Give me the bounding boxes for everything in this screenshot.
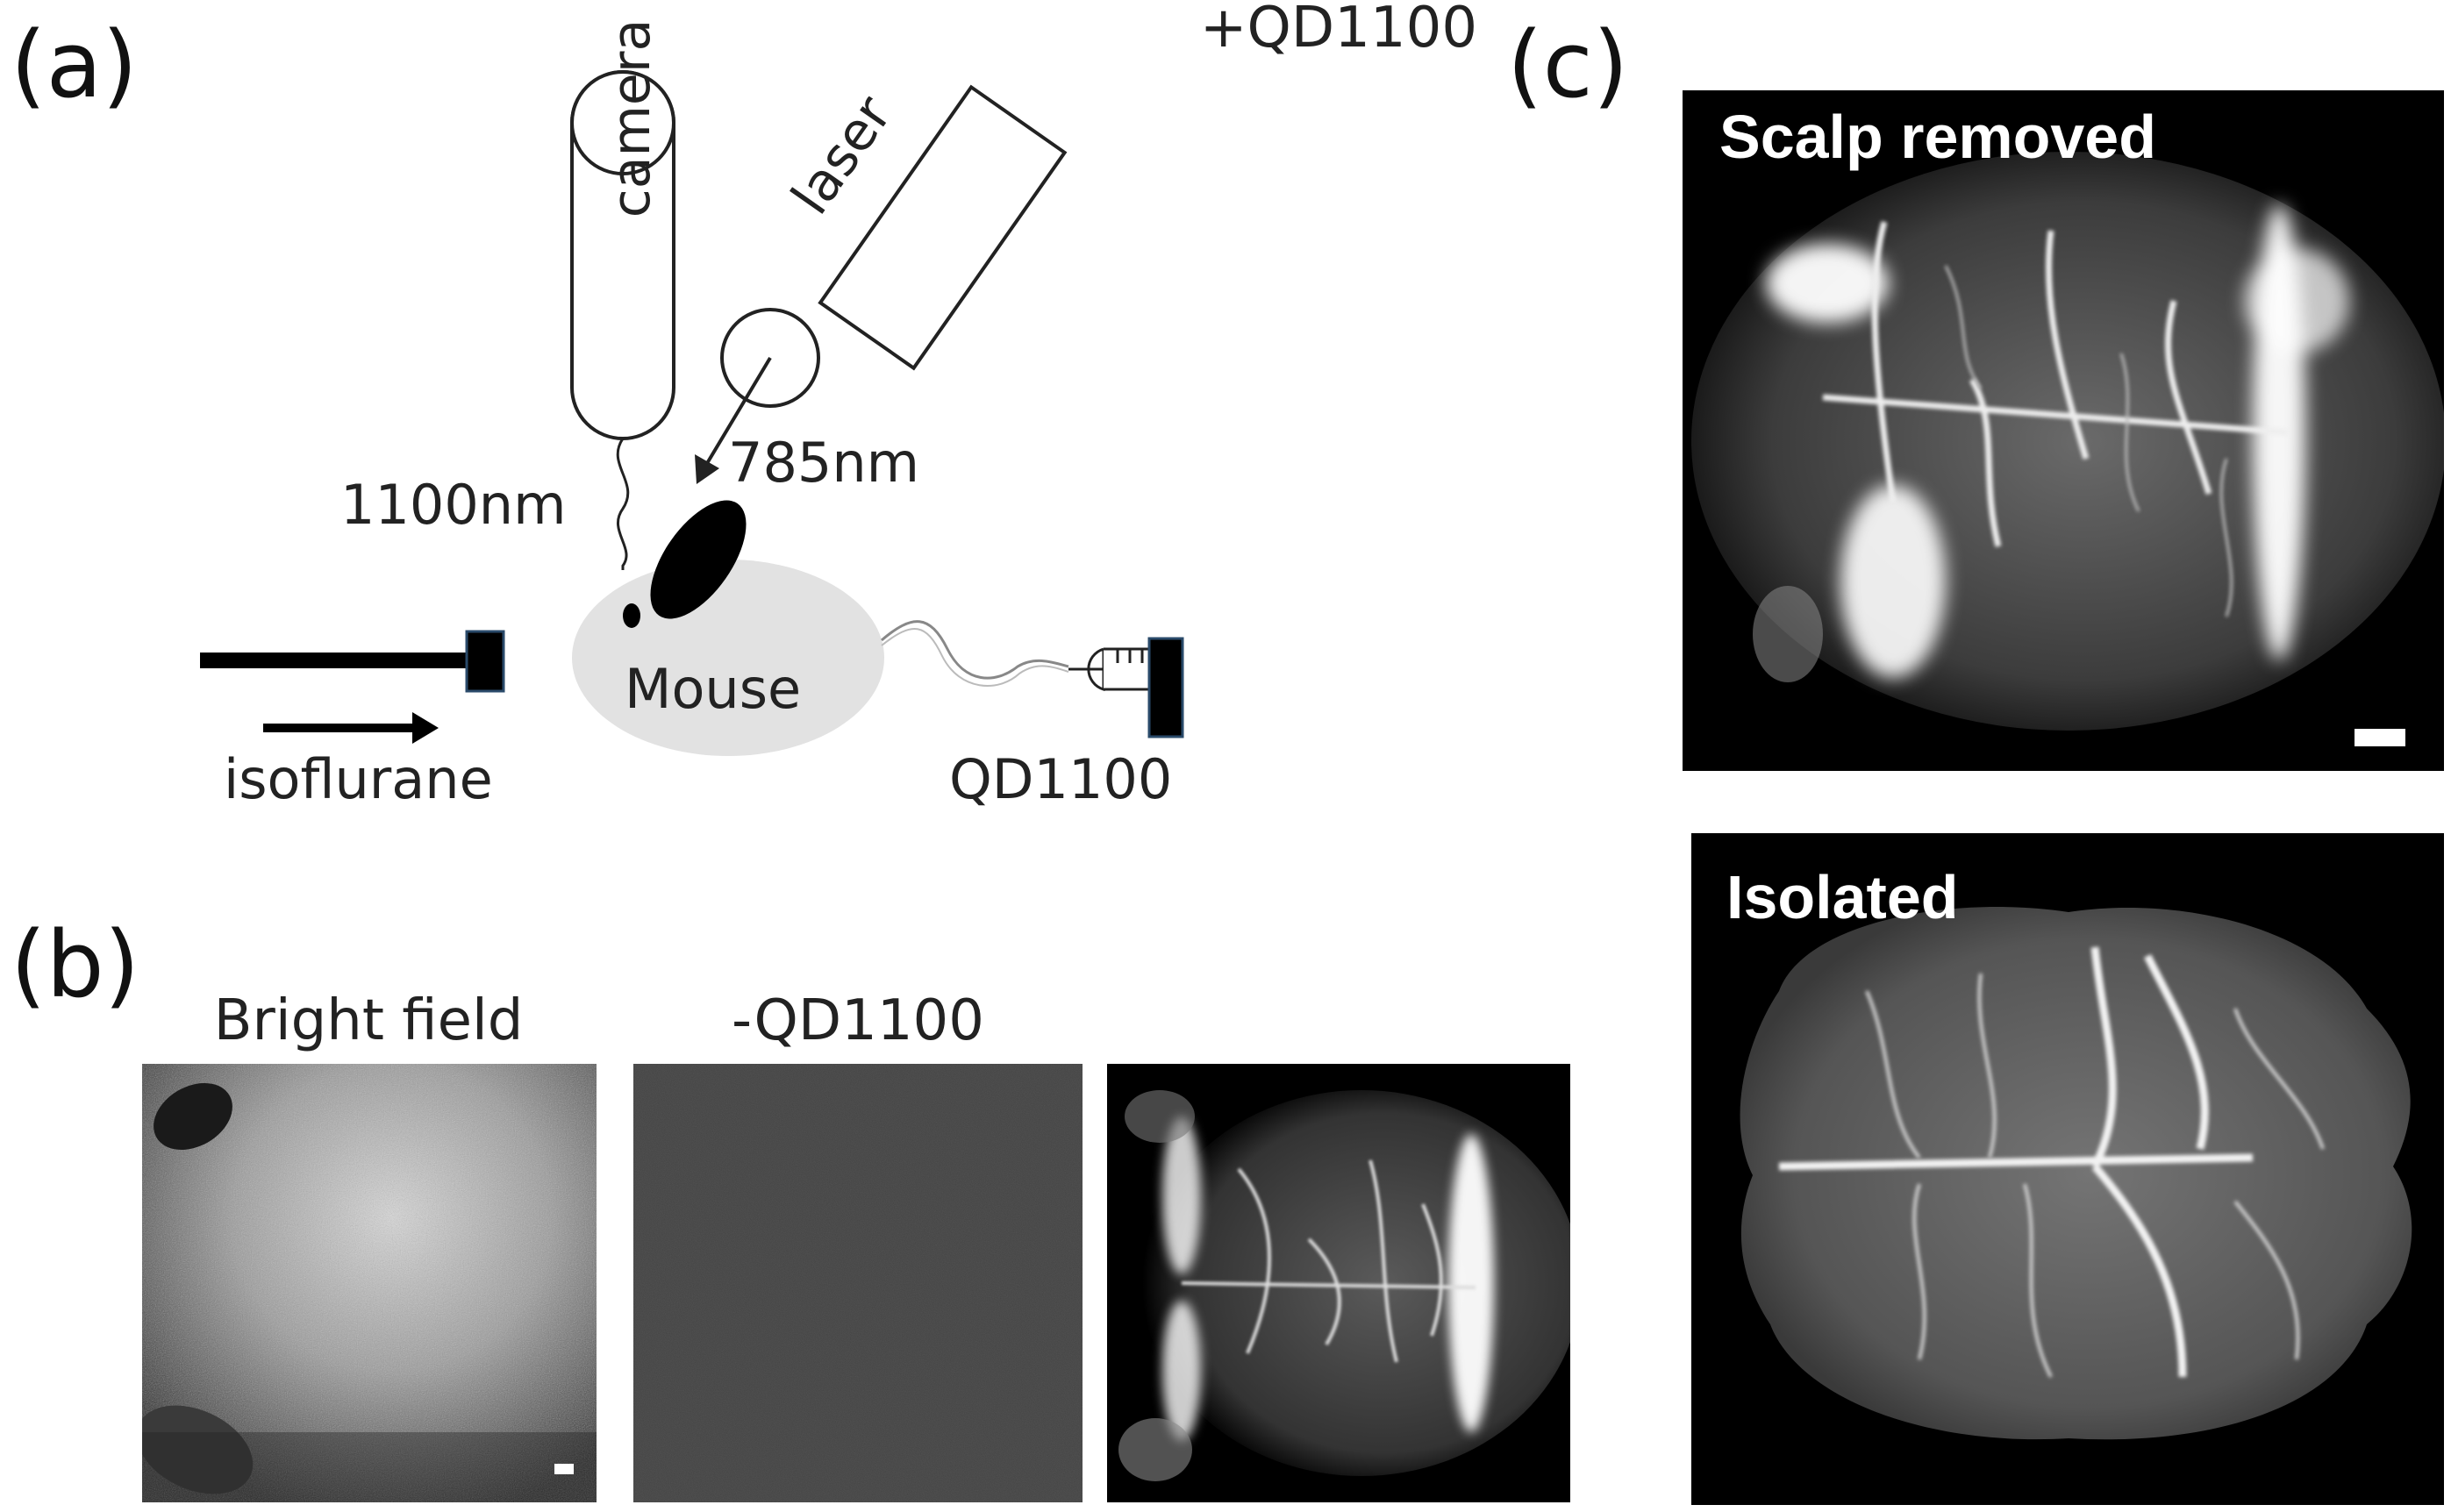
syringe: [1068, 637, 1184, 738]
camera-body: [570, 70, 675, 440]
panel-b-letter: (b): [11, 911, 140, 1018]
emission-wave: [616, 438, 630, 570]
isolated-label: Isolated: [1726, 863, 1959, 931]
iv-tubing: [881, 620, 1069, 680]
mouse-eye: [623, 603, 640, 628]
plus-qd-image: [1107, 1064, 1570, 1502]
scale-bar-c: [2355, 729, 2405, 746]
panel-a-letter: (a): [11, 11, 138, 118]
isoflurane-label: isoflurane: [224, 747, 493, 811]
isolated-brain-image: Isolated: [1691, 833, 2444, 1505]
scale-bar: [554, 1464, 574, 1474]
mouse-label: Mouse: [625, 657, 802, 721]
mouse-body: [572, 560, 884, 756]
caption-bright-field: Bright field: [213, 988, 524, 1053]
setup-diagram: [200, 70, 1184, 756]
scalp-removed-label: Scalp removed: [1719, 103, 2156, 171]
nose-cone: [465, 630, 505, 693]
caption-minus-qd: -QD1100: [732, 988, 984, 1053]
wavelength-emission-label: 1100nm: [340, 473, 567, 537]
camera-label: camera: [601, 18, 662, 218]
bright-field-image: [142, 1064, 597, 1502]
mouse-head-spot: [650, 500, 747, 619]
qd-label: QD1100: [949, 747, 1173, 811]
wavelength-excitation-label: 785nm: [728, 431, 920, 495]
panel-c-letter: (c): [1507, 11, 1629, 118]
caption-plus-qd: +QD1100: [1199, 0, 1478, 61]
isoflurane-tube: [200, 653, 468, 668]
scalp-removed-image: Scalp removed: [1683, 90, 2444, 771]
minus-qd-image: [633, 1064, 1083, 1502]
laser-body: [818, 84, 1068, 371]
